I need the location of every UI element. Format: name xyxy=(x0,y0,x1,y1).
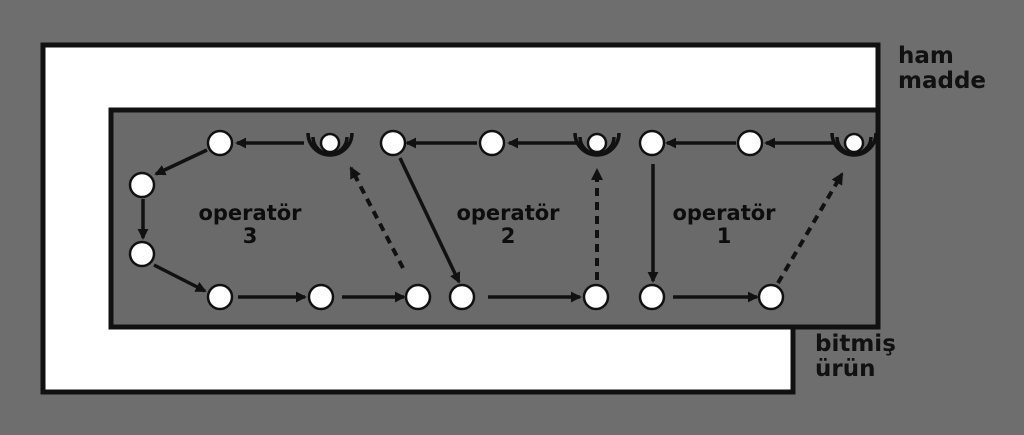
station-node xyxy=(128,171,156,199)
station-node xyxy=(757,283,785,311)
operator-position-3 xyxy=(306,132,354,157)
station-node xyxy=(582,283,610,311)
operator-3-number: 3 xyxy=(242,224,258,249)
operator-2-number: 2 xyxy=(500,224,516,249)
station-node xyxy=(736,129,764,157)
dashed-arrow xyxy=(349,166,405,269)
operator-3-name: operatör xyxy=(198,201,302,225)
station-node xyxy=(128,240,156,268)
finished-product-label-line1: bitmiş xyxy=(815,331,896,357)
operator-3-label: operatör 3 xyxy=(190,201,310,249)
arrow xyxy=(398,157,461,284)
return-arrows xyxy=(349,166,844,285)
flow-arrows xyxy=(137,137,835,303)
finished-product-label-line2: ürün xyxy=(815,356,876,383)
stations xyxy=(128,129,785,311)
operator-1-number: 1 xyxy=(716,224,732,249)
dashed-arrow xyxy=(776,172,844,285)
raw-material-label: ham madde xyxy=(898,43,987,95)
station-node xyxy=(206,129,234,157)
operator-positions xyxy=(306,132,878,157)
station-node xyxy=(307,283,335,311)
operator-2-name: operatör xyxy=(456,201,560,225)
station-node xyxy=(478,129,506,157)
station-node xyxy=(638,129,666,157)
arrow xyxy=(154,148,208,176)
station-node xyxy=(379,129,407,157)
raw-material-label-line2: madde xyxy=(898,68,987,95)
operator-1-name: operatör xyxy=(672,201,776,225)
arrow xyxy=(153,263,207,293)
finished-product-label: bitmiş ürün xyxy=(815,331,896,383)
station-node xyxy=(448,283,476,311)
operator-2-label: operatör 2 xyxy=(448,201,568,249)
raw-material-label-line1: ham xyxy=(898,43,954,69)
operator-position-1 xyxy=(830,132,878,157)
station-node xyxy=(206,283,234,311)
operator-1-label: operatör 1 xyxy=(664,201,784,249)
operator-position-2 xyxy=(573,132,621,157)
station-node xyxy=(404,283,432,311)
station-node xyxy=(638,283,666,311)
